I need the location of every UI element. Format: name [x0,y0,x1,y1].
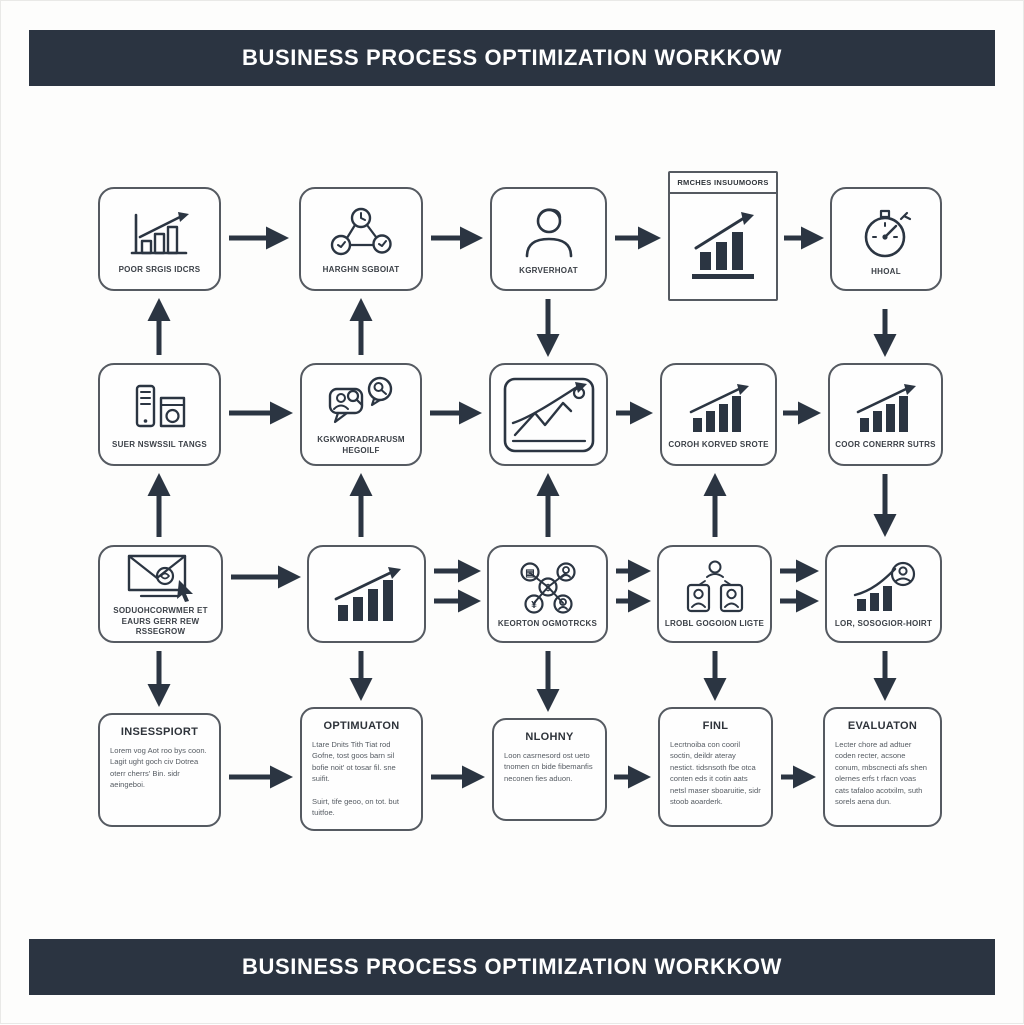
node-label: SUER NSWSSIL TANGS [112,440,207,450]
node-label: COOR CONERRR SUTRS [835,440,936,450]
node-label: LROBL GOGOION LIGTE [664,618,765,628]
node-label: KGRVERHOAT [519,265,578,275]
stage-insesspiort: INSESSPIORT Lorem vog Aot roo bys coon. … [98,713,221,827]
node-label: SODUOHCORWMER ET EAURS GERR REW RSSEGROW [113,606,208,637]
stage-nlohny: NLOHNY Loon casrnesord ost ueto tnomen c… [492,718,607,821]
svg-text:$: $ [545,583,551,594]
node-label: KGKWORADRARUSM HEGOILF [317,435,405,455]
growth-bars-icon [681,378,757,436]
node-label: HHOAL [871,266,901,276]
node-growth-chart-2: COOR CONERRR SUTRS [828,363,943,466]
gauge-stopwatch-icon [851,201,921,263]
stage-title: EVALUATON [847,720,918,732]
node-picture-trend [489,363,608,466]
document-header-label: RMCHES INSUUMOORS [670,173,776,194]
people-cards-icon [675,559,755,615]
footer-title: BUSINESS PROCESS OPTIMIZATION WORKKOW [241,954,783,979]
person-bust-icon [513,202,585,262]
stage-body: Lecter chore ad adtuer coden recter, acs… [835,740,928,806]
svg-text:¥: ¥ [531,600,537,611]
node-gauge: HHOAL [830,187,942,291]
node-report-document: RMCHES INSUUMOORS [668,171,778,301]
chat-search-icon [322,373,400,431]
stage-body: Lorem vog Aot roo bys coon. Lagit ught g… [110,746,207,790]
stage-body: Ltare Dnits Tith Tiat rod Gofne, tost go… [312,740,399,818]
node-label: COROH KORVED SROTE [668,440,769,450]
stage-title: NLOHNY [525,731,574,743]
node-devices: SUER NSWSSIL TANGS [98,363,221,466]
node-label: LOR, SOSOGIOR-HOIRT [834,618,933,628]
phone-appliance-icon [123,378,197,436]
stage-body: Loon casrnesord ost ueto tnomen cn bide … [504,751,593,783]
node-label: POOR SRGIS IDCRS [118,264,201,274]
node-label: KEORTON OGMOTRCKS [497,618,598,628]
stage-title: OPTIMUATON [323,720,400,732]
node-person-analytics: LOR, SOSOGIOR-HOIRT [825,545,942,643]
report-document-chart-icon [678,194,768,299]
growth-bars-icon [324,561,410,627]
node-network-segments: ▤ $ ¥ KEORTON OGMOTRCKS [487,545,608,643]
node-people-cards: LROBL GOGOION LIGTE [657,545,772,643]
header-title-bar: BUSINESS PROCESS OPTIMIZATION WORKKOW [29,30,995,86]
footer-title-bar: BUSINESS PROCESS OPTIMIZATION WORKKOW [29,939,995,995]
stage-body: Lecrtnoiba con cooril soctin, deildr ate… [670,740,761,806]
stage-finl: FINL Lecrtnoiba con cooril soctin, deild… [658,707,773,827]
stage-title: INSESSPIORT [120,726,199,738]
email-cursor-icon [119,550,203,603]
growth-bars-icon [848,378,924,436]
bar-chart-axis-growth-icon [122,203,198,261]
network-people-icon: ▤ $ ¥ [506,559,590,615]
node-growth-chart-1: COROH KORVED SROTE [660,363,777,466]
stage-evaluaton: EVALUATON Lecter chore ad adtuer coden r… [823,707,942,827]
node-person: KGRVERHOAT [490,187,607,291]
node-process-network: HARGHN SGBOIAT [299,187,423,291]
person-analytics-icon [843,559,925,615]
node-growth-chart-3 [307,545,426,643]
stage-title: FINL [702,720,729,732]
node-label: HARGHN SGBOIAT [322,264,400,274]
node-email-outreach: SODUOHCORWMER ET EAURS GERR REW RSSEGROW [98,545,223,643]
node-poor-metrics: POOR SRGIS IDCRS [98,187,221,291]
header-title: BUSINESS PROCESS OPTIMIZATION WORKKOW [241,45,783,70]
process-network-icon [321,203,401,261]
node-chat-search: KGKWORADRARUSM HEGOILF [300,363,422,466]
svg-text:▤: ▤ [525,568,534,579]
stage-optimuaton: OPTIMUATON Ltare Dnits Tith Tiat rod Gof… [300,707,423,831]
picture-trend-chart-icon [497,371,601,459]
